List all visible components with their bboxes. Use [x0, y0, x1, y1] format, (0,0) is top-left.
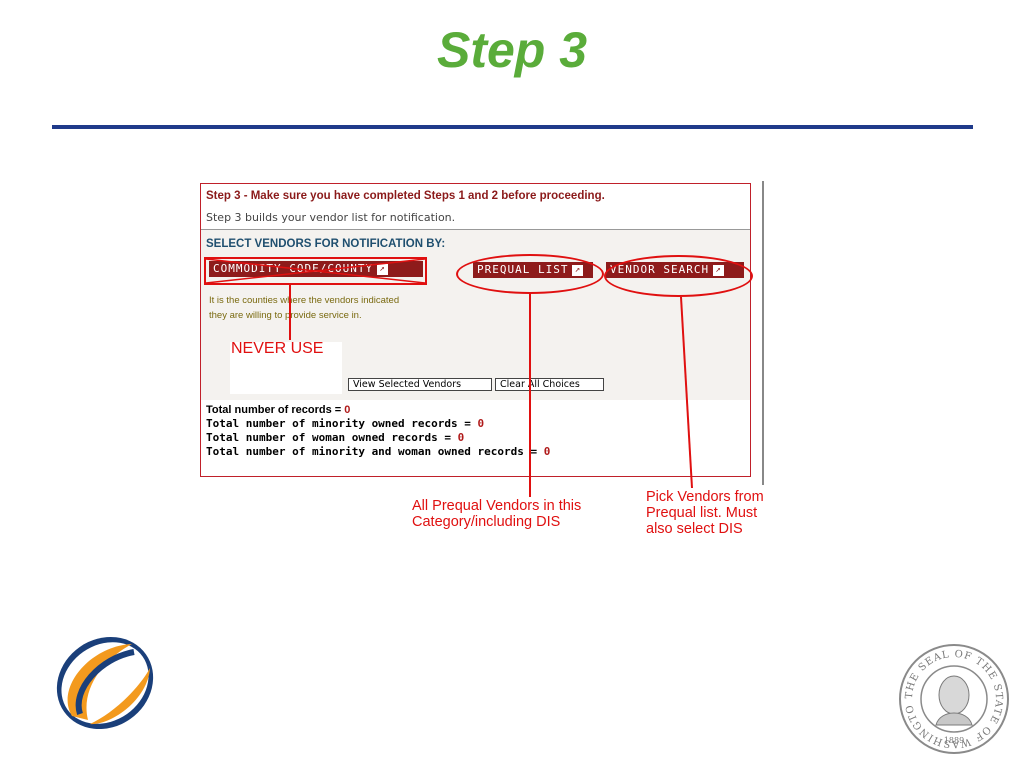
minority-records-row: Total number of minority owned records =…: [206, 417, 550, 431]
prequal-note-line-1: All Prequal Vendors in this: [412, 498, 582, 514]
select-vendors-label: SELECT VENDORS FOR NOTIFICATION BY:: [206, 238, 446, 250]
never-use-note: NEVER USE: [231, 340, 324, 357]
record-totals: Total number of records = 0 Total number…: [206, 403, 550, 459]
prequal-highlight-ellipse: [456, 254, 604, 294]
minority-woman-records-label: Total number of minority and woman owned…: [206, 445, 544, 458]
prequal-note-line-2: Category/including DIS: [412, 514, 561, 530]
minority-records-label: Total number of minority owned records =: [206, 417, 478, 430]
total-records-label: Total number of records =: [206, 404, 345, 416]
woman-records-row: Total number of woman owned records = 0: [206, 431, 550, 445]
pick-note-line-2: Prequal list. Must: [646, 505, 758, 521]
washington-state-seal-icon: THE SEAL OF THE STATE OF WASHINGTON 1889: [898, 643, 1009, 754]
step-subheading: Step 3 builds your vendor list for notif…: [206, 211, 456, 224]
vendor-step-panel: Step 3 - Make sure you have completed St…: [200, 183, 751, 477]
commodity-highlight-box: [204, 257, 427, 285]
description-line-1: It is the counties where the vendors ind…: [209, 295, 400, 306]
county-description: It is the counties where the vendors ind…: [209, 293, 469, 323]
description-line-2: they are willing to provide service in.: [209, 310, 362, 321]
total-records-row: Total number of records = 0: [206, 403, 550, 417]
minority-records-value: 0: [477, 417, 485, 430]
pick-vendors-note: Pick Vendors from Prequal list. Must als…: [646, 489, 764, 537]
minority-woman-records-row: Total number of minority and woman owned…: [206, 445, 550, 459]
white-cover-patch: [230, 342, 342, 394]
seal-year: 1889: [944, 736, 964, 745]
pick-note-line-1: Pick Vendors from: [646, 489, 764, 505]
total-records-value: 0: [344, 404, 351, 416]
pick-note-line-3: also select DIS: [646, 521, 743, 537]
prequal-note: All Prequal Vendors in this Category/inc…: [412, 498, 581, 530]
slide-title: Step 3: [436, 22, 588, 78]
step-heading: Step 3 - Make sure you have completed St…: [206, 190, 605, 202]
panel-edge-shadow: [762, 181, 764, 485]
view-selected-vendors-button[interactable]: View Selected Vendors: [348, 378, 492, 391]
woman-records-value: 0: [457, 431, 465, 444]
clear-all-choices-button[interactable]: Clear All Choices: [495, 378, 604, 391]
title-divider: [52, 125, 973, 129]
vendor-search-highlight-ellipse: [604, 255, 753, 297]
minority-woman-records-value: 0: [543, 445, 551, 458]
swoosh-logo-icon: [56, 636, 154, 730]
woman-records-label: Total number of woman owned records =: [206, 431, 458, 444]
